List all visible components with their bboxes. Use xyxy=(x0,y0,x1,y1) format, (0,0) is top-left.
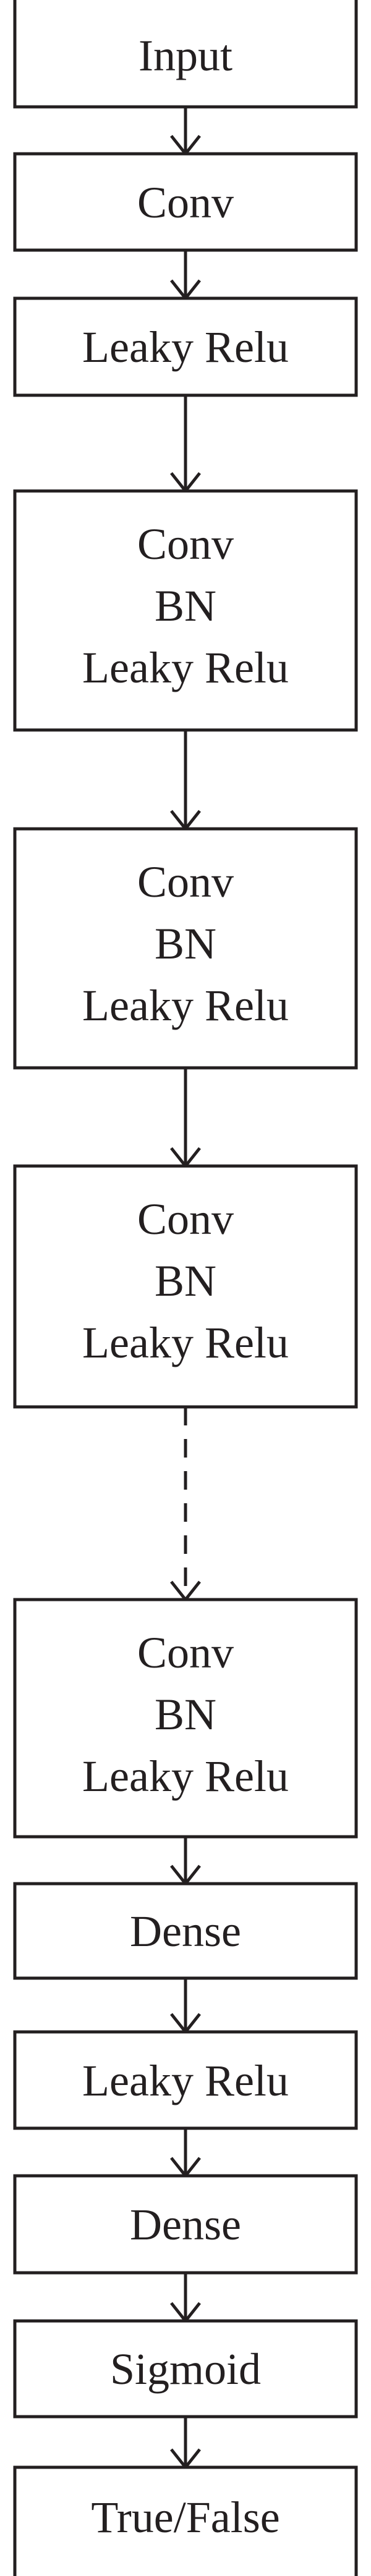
block-3-line-bn: BN xyxy=(155,1256,216,1306)
arrow-conv-to-leaky-relu xyxy=(170,250,201,301)
leaky-relu-block-2-label: Leaky Relu xyxy=(82,2056,289,2105)
sigmoid-block: Sigmoid xyxy=(13,2319,358,2419)
input-block-label: Input xyxy=(139,31,232,80)
output-block-label: True/False xyxy=(91,2493,279,2542)
arrow-leaky-relu-to-block-1 xyxy=(170,395,201,494)
arrow-sigmoid-to-output xyxy=(170,2417,201,2470)
arrow-input-to-conv xyxy=(170,107,201,157)
block-n-line-bn: BN xyxy=(155,1690,216,1739)
block-2-line-conv: Conv xyxy=(137,857,234,907)
block-n-line-leaky-relu: Leaky Relu xyxy=(82,1752,289,1801)
arrow-leaky-relu-to-dense xyxy=(170,2128,201,2179)
conv-bn-leaky-relu-block-n: Conv BN Leaky Relu xyxy=(13,1598,358,1839)
conv-block: Conv xyxy=(13,152,358,252)
block-2-line-bn: BN xyxy=(155,919,216,968)
block-2-line-leaky-relu: Leaky Relu xyxy=(82,981,289,1030)
block-3-line-leaky-relu: Leaky Relu xyxy=(82,1318,289,1367)
conv-bn-leaky-relu-block-2: Conv BN Leaky Relu xyxy=(13,827,358,1070)
arrow-dense-to-leaky-relu xyxy=(170,1978,201,2035)
block-n-line-conv: Conv xyxy=(137,1628,234,1677)
arrow-dense-to-sigmoid xyxy=(170,2273,201,2324)
output-block: True/False xyxy=(13,2465,358,2576)
conv-bn-leaky-relu-block-1: Conv BN Leaky Relu xyxy=(13,489,358,732)
leaky-relu-block-label: Leaky Relu xyxy=(82,322,289,372)
block-1-line-leaky-relu: Leaky Relu xyxy=(82,643,289,692)
dense-block-2-label: Dense xyxy=(130,2200,241,2249)
dense-block-1-label: Dense xyxy=(130,1907,241,1956)
input-block: Input xyxy=(13,0,358,109)
dense-block-1: Dense xyxy=(13,1882,358,1980)
arrow-block-2-to-block-3 xyxy=(170,1068,201,1169)
leaky-relu-block: Leaky Relu xyxy=(13,296,358,397)
arrow-block-1-to-block-2 xyxy=(170,730,201,832)
block-1-line-bn: BN xyxy=(155,581,216,631)
sigmoid-block-label: Sigmoid xyxy=(110,2344,261,2394)
dense-block-2: Dense xyxy=(13,2174,358,2275)
block-3-line-conv: Conv xyxy=(137,1194,234,1244)
arrow-block-n-to-dense xyxy=(170,1837,201,1887)
arrow-dashed-block-3-to-block-n xyxy=(170,1407,201,1603)
leaky-relu-block-2: Leaky Relu xyxy=(13,2030,358,2130)
block-1-line-conv: Conv xyxy=(137,519,234,569)
conv-block-label: Conv xyxy=(137,178,234,227)
conv-bn-leaky-relu-block-3: Conv BN Leaky Relu xyxy=(13,1164,358,1409)
